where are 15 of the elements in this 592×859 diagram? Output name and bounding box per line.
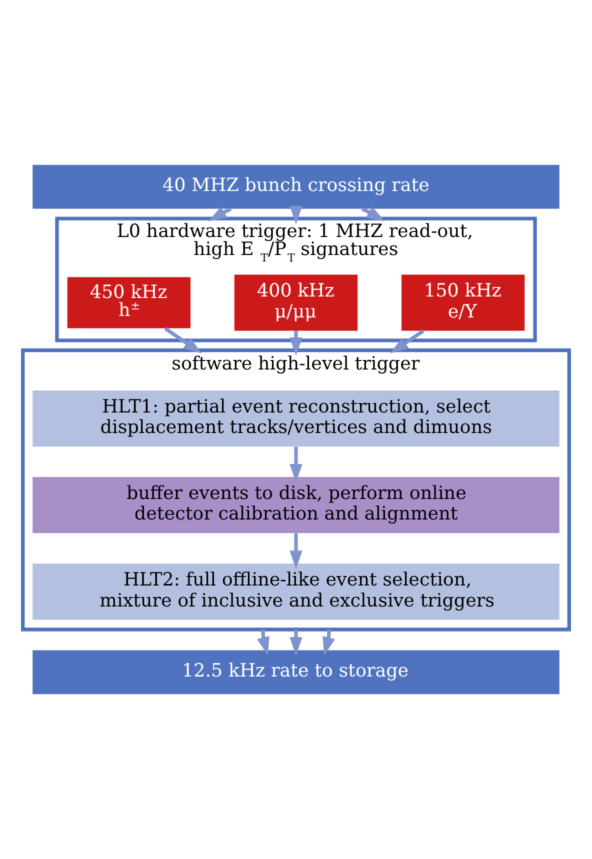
- node-box: HLT2: full offline-like event selection, mixture of inclusive and exclusive triggers: [32, 564, 560, 620]
- arrow: [361, 206, 385, 222]
- arrow: [290, 533, 302, 569]
- arrow: [256, 629, 270, 656]
- node-box: 12.5 kHz rate to storage: [32, 650, 560, 694]
- arrow: [322, 629, 336, 656]
- arrow: [390, 329, 424, 354]
- arrow: [290, 206, 302, 224]
- node-box: buffer events to disk, perform online detector calibration and alignment: [32, 477, 560, 534]
- node-box: 150 kHz e/Y: [401, 274, 525, 331]
- node-box: 450 kHz h$^{±}$: [67, 277, 191, 328]
- node-box: HLT1: partial event reconstruction, select displacement tracks/vertices and dimuons: [32, 390, 560, 447]
- node-box: 400 kHz μ/μμ: [234, 274, 358, 331]
- arrow: [290, 630, 302, 656]
- arrow: [290, 446, 302, 482]
